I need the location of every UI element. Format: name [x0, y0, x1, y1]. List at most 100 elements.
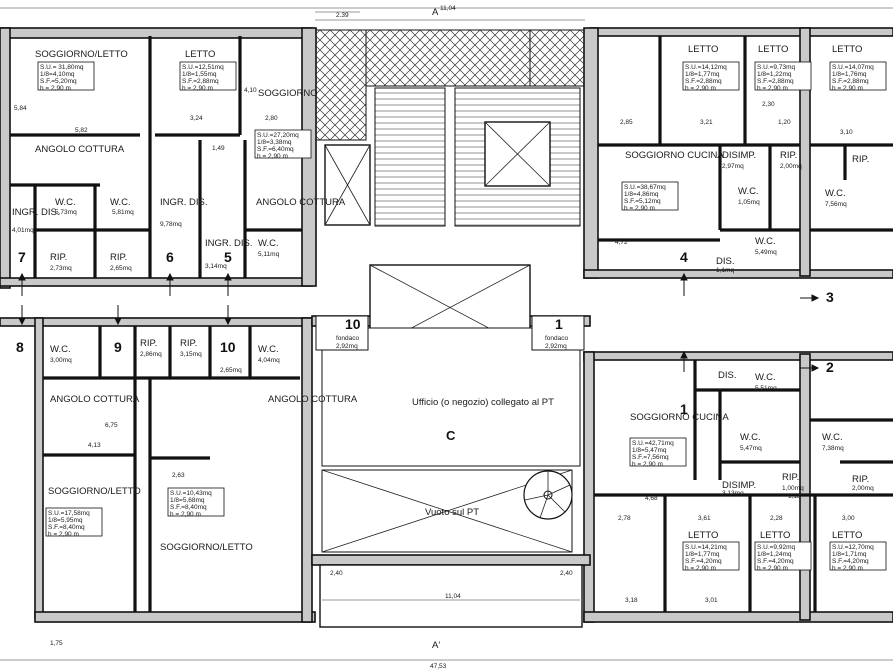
interior-walls-right-upper — [598, 36, 893, 242]
room-data-ill: 1/8=5,68mq — [170, 497, 205, 504]
area-label: 5,49mq — [755, 249, 777, 256]
room-data-box-frame — [621, 181, 679, 211]
room-letto: LETTO — [758, 44, 788, 55]
room-rip: RIP. — [50, 252, 67, 263]
room-data-su: S.U.=14,21mq — [685, 544, 727, 551]
area-label: 5,81mq — [112, 209, 134, 216]
room-rip: RIP. — [852, 154, 869, 165]
room-labels: SOGGIORNO/LETTO LETTO SOGGIORNO ANGOLO C… — [12, 44, 869, 553]
room-letto: LETTO — [832, 44, 862, 55]
area-label: 4,01mq — [12, 227, 34, 234]
area-label: 5,73mq — [55, 209, 77, 216]
dimension: 3,24 — [190, 115, 203, 122]
room-data-su: S.U.=10,43mq — [170, 490, 212, 497]
room-data-ill: 1/8=1,22mq — [757, 71, 792, 78]
area-label: 5,47mq — [740, 445, 762, 452]
unit-number: 10 — [220, 339, 236, 355]
room-data-ill: 1/8=5,47mq — [632, 447, 667, 454]
room-rip: RIP. — [140, 338, 157, 349]
area-label: 2,73mq — [50, 265, 72, 272]
room-data-su: S.U.=27,20mq — [257, 132, 299, 139]
dim-overall-width: 47,53 — [430, 663, 447, 670]
room-data-sf: S.F.=4,20mq — [832, 558, 869, 565]
room-letto: LETTO — [832, 530, 862, 541]
fondaco-left: 10 fondaco 2,92mq — [336, 316, 361, 350]
room-data-box-frame — [254, 129, 312, 159]
room-data-h: h = 2,90 m — [757, 85, 788, 92]
office-letter: C — [446, 428, 456, 443]
room-angolo-cottura: ANGOLO COTTURA — [256, 197, 346, 208]
room-data-ill: 1/8=4,86mq — [624, 191, 659, 198]
room-data-box-frame — [754, 61, 812, 91]
room-data-box-frame — [682, 61, 740, 91]
dimension: 3,61 — [698, 515, 711, 522]
room-wc: W.C. — [738, 186, 759, 197]
room-data-su: S.U.= 31,80mq — [40, 64, 84, 71]
area-label: 2,97mq — [722, 163, 744, 170]
room-soggiorno-letto: SOGGIORNO/LETTO — [160, 542, 253, 553]
section-mark-bottom: A' — [432, 640, 440, 651]
room-data-box-frame — [829, 541, 887, 571]
area-label: 7,38mq — [822, 445, 844, 452]
dimension: 2,85 — [620, 119, 633, 126]
area-label: 2,86mq — [140, 351, 162, 358]
dimension: 4,10 — [244, 87, 257, 94]
room-data-ill: 1/8=1,55mq — [182, 71, 217, 78]
room-data-sf: S.F.=4,20mq — [757, 558, 794, 565]
dimension: 1,20 — [778, 119, 791, 126]
room-data-su: S.U.=42,71mq — [632, 440, 674, 447]
room-wc: W.C. — [110, 197, 131, 208]
room-data-ill: 1/8=1,77mq — [685, 71, 720, 78]
area-label: 2,65mq — [220, 367, 242, 374]
room-wc: W.C. — [258, 344, 279, 355]
room-data-sf: S.F.=2,88mq — [182, 78, 219, 85]
room-wc: W.C. — [258, 238, 279, 249]
dimension: 1,75 — [50, 640, 63, 647]
dimension: 3,01 — [705, 597, 718, 604]
room-soggiorno: SOGGIORNO — [258, 88, 318, 99]
room-data-sf: S.F.=2,88mq — [832, 78, 869, 85]
dim-top-width: 11,04 — [440, 5, 456, 12]
room-letto: LETTO — [185, 49, 215, 60]
area-label: 2,00mq — [852, 485, 874, 492]
room-data-box-frame — [829, 61, 887, 91]
room-data-sf: S.F.=2,88mq — [757, 78, 794, 85]
dimension: 1,18 — [788, 493, 801, 500]
dimension: 2,30 — [762, 101, 775, 108]
room-data-sf: S.F.=8,40mq — [48, 524, 85, 531]
room-data-sf: S.F.=8,40mq — [170, 504, 207, 511]
area-label: 2,00mq — [780, 163, 802, 170]
room-data-sf: S.F.=7,56mq — [632, 454, 669, 461]
room-dis: DIS. — [718, 370, 736, 381]
area-label: 7,56mq — [825, 201, 847, 208]
room-ingr-dis: INGR. DIS. — [205, 238, 253, 249]
void-label: Vuoto sul PT — [425, 507, 479, 518]
dimension: 4,13 — [88, 442, 101, 449]
unit-number: 5 — [224, 249, 232, 265]
dimension: 6,75 — [105, 422, 118, 429]
interior-walls-left-lower — [43, 326, 300, 612]
room-angolo-cottura: ANGOLO COTTURA — [50, 394, 140, 405]
dimension: 4,68 — [645, 495, 658, 502]
room-data-h: h = 2,90 m — [685, 565, 716, 572]
dim-2-39: 2.39 — [336, 12, 349, 19]
room-soggiorno-letto: SOGGIORNO/LETTO — [48, 486, 141, 497]
room-ingr-dis: INGR. DIS. — [160, 197, 208, 208]
unit-number: 2 — [826, 359, 834, 375]
room-data-ill: 1/8=1,76mq — [832, 71, 867, 78]
area-labels: 5,73mq 5,81mq 4,01mq 9,78mq 2,73mq 2,65m… — [12, 163, 874, 497]
room-wc: W.C. — [755, 372, 776, 383]
dimension: 2,63 — [172, 472, 185, 479]
fondaco-number: 10 — [345, 316, 361, 332]
area-label: 3,15mq — [180, 351, 202, 358]
dimension: 2,78 — [618, 515, 631, 522]
room-data-h: h = 2,90 m — [40, 85, 71, 92]
room-data-h: h = 2,90 m — [257, 153, 288, 160]
